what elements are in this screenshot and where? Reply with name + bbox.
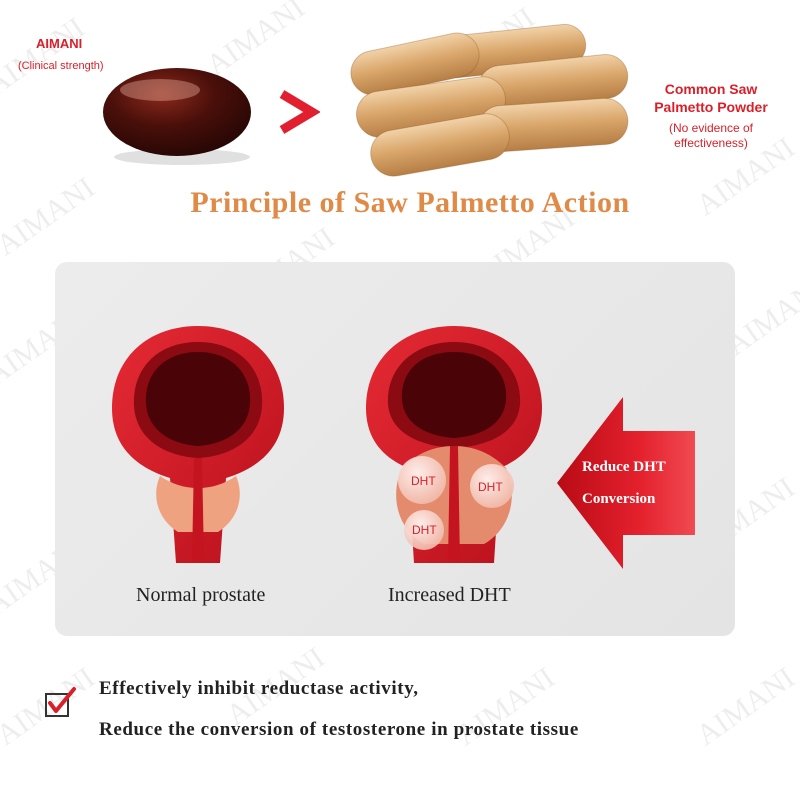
increased-dht-label: Increased DHT xyxy=(388,584,511,606)
dht-bubbles xyxy=(398,456,514,550)
benefit-line-1: Effectively inhibit reductase activity, xyxy=(99,678,419,699)
greater-than-icon: > xyxy=(279,90,320,134)
normal-prostate-illustration xyxy=(112,326,284,563)
dht-bubble-label: DHT xyxy=(478,480,503,494)
dht-bubble-label: DHT xyxy=(412,523,437,537)
increased-dht-illustration xyxy=(366,326,542,563)
watermark: AIMANI xyxy=(690,661,800,753)
capsule-icon xyxy=(350,23,629,177)
checkbox-check-icon xyxy=(45,687,76,717)
arrow-text-line2: Conversion xyxy=(582,491,656,507)
common-product-name: Common Saw Palmetto Powder xyxy=(654,81,768,115)
dht-bubble xyxy=(470,464,514,508)
dht-bubble xyxy=(398,456,446,504)
softgel-icon xyxy=(103,68,251,165)
arrow-text-line1: Reduce DHT xyxy=(582,459,666,475)
page-title: Principle of Saw Palmetto Action xyxy=(190,186,630,219)
normal-prostate-label: Normal prostate xyxy=(136,584,266,606)
dht-bubble xyxy=(404,510,444,550)
brand-subtitle: (Clinical strength) xyxy=(18,60,104,72)
brand-name: AIMANI xyxy=(36,36,83,51)
common-product-note: (No evidence of effectiveness) xyxy=(668,121,754,150)
dht-bubble-label: DHT xyxy=(411,474,436,488)
benefit-line-2: Reduce the conversion of testosterone in… xyxy=(99,719,579,740)
arrow-left-icon xyxy=(557,397,695,569)
